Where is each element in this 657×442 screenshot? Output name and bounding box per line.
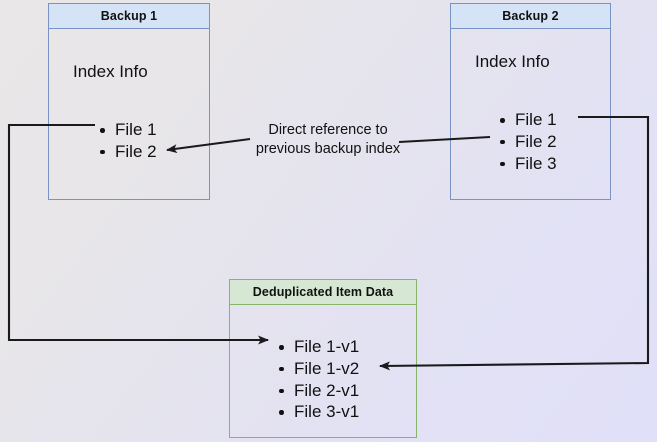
backup-1-header: Backup 1 (49, 4, 209, 29)
direct-reference-annotation: Direct reference to previous backup inde… (248, 121, 408, 158)
list-item: File 3 (499, 153, 557, 175)
list-item: File 1 (499, 109, 557, 131)
list-item: File 2 (99, 141, 157, 163)
list-item: File 1-v2 (278, 358, 359, 380)
annotation-line-2: previous backup index (255, 140, 401, 157)
list-item: File 1-v1 (278, 336, 359, 358)
backup-2-header: Backup 2 (451, 4, 610, 29)
deduplicated-item-data-header: Deduplicated Item Data (230, 280, 416, 305)
dedup-item-list: File 1-v1 File 1-v2 File 2-v1 File 3-v1 (278, 336, 359, 423)
list-item: File 2-v1 (278, 380, 359, 402)
annotation-line-1: Direct reference to (268, 122, 388, 138)
backup-2-index-label: Index Info (475, 52, 550, 71)
backup-1-box: Backup 1 Index Info File 1 File 2 (48, 3, 210, 200)
deduplicated-item-data-box: Deduplicated Item Data File 1-v1 File 1-… (229, 279, 417, 438)
backup-2-file-list: File 1 File 2 File 3 (499, 109, 557, 174)
backup-1-index-label: Index Info (73, 62, 148, 81)
list-item: File 2 (499, 131, 557, 153)
list-item: File 3-v1 (278, 401, 359, 423)
deduplicated-item-data-title: Deduplicated Item Data (252, 285, 394, 299)
backup-1-title: Backup 1 (100, 9, 158, 23)
backup-2-box: Backup 2 Index Info File 1 File 2 File 3 (450, 3, 611, 200)
backup-1-file-list: File 1 File 2 (99, 119, 157, 163)
backup-2-title: Backup 2 (502, 9, 559, 23)
list-item: File 1 (99, 119, 157, 141)
